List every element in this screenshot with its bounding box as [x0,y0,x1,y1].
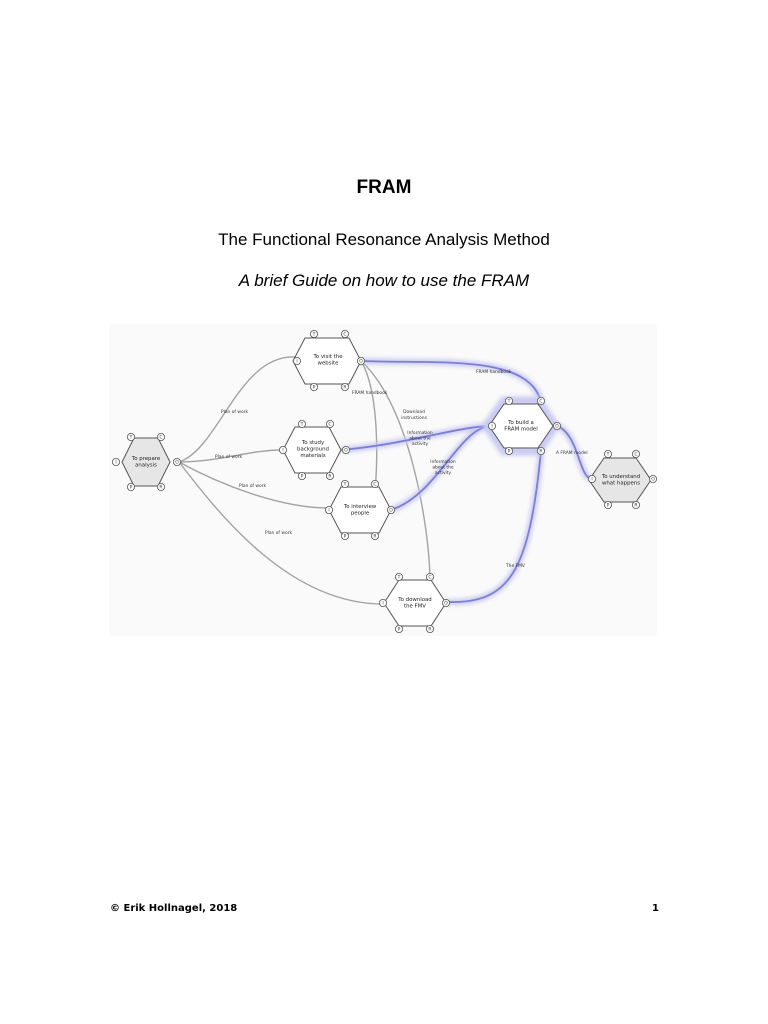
svg-text:P: P [508,449,511,455]
svg-text:O: O [555,424,559,430]
svg-text:T: T [507,399,511,405]
svg-text:O: O [444,601,448,607]
fn-download-l1: To download [397,597,431,603]
svg-text:I: I [282,448,283,454]
svg-text:T: T [606,452,610,458]
link-label-handbook-top: FRAM handbook [476,369,512,375]
svg-text:P: P [313,385,316,391]
fn-visit-l2: website [318,361,340,367]
link-label-info-b2: about the [432,465,454,471]
link-label-info-b3: activity [435,470,452,476]
svg-text:O: O [651,477,655,483]
svg-text:P: P [344,534,347,540]
link-plan-study [178,449,283,463]
link-label-info-a2: about the [409,436,431,442]
fn-build-l1: To build a [507,420,534,426]
link-label-info-a3: activity [412,441,429,447]
svg-text:R: R [539,449,542,455]
svg-text:P: P [301,474,304,480]
svg-text:C: C [539,399,542,405]
document-title: FRAM [356,177,412,198]
svg-text:C: C [328,422,331,428]
svg-text:C: C [159,435,162,441]
link-label-handbook-mid: FRAM handbook [352,390,388,396]
svg-text:O: O [389,508,393,514]
link-plan-download [178,461,384,605]
link-label-plan-1: Plan of work [221,409,248,415]
page-number: 1 [652,903,659,914]
fn-build-l2: FRAM model [504,427,537,433]
guide-title: A brief Guide on how to use the FRAM [238,271,530,290]
link-labels: Plan of work Plan of work Plan of work P… [215,369,588,569]
svg-text:C: C [373,482,376,488]
fn-understand-l2: what happens [602,481,640,487]
svg-text:R: R [328,474,331,480]
svg-text:P: P [398,627,401,633]
link-label-info-a1: Information [407,430,433,436]
svg-text:I: I [382,601,383,607]
hexagons [121,337,652,627]
fn-prepare-l1: To prepare [131,456,161,462]
link-visit-interview [360,360,378,489]
link-label-plan-3: Plan of work [239,483,266,489]
fn-visit-l1: To visit the [312,354,343,360]
svg-text:T: T [129,435,133,441]
svg-text:C: C [428,575,431,581]
svg-text:R: R [373,534,376,540]
aspect-circles [112,330,658,633]
svg-text:C: C [634,452,637,458]
fn-study-l3: materials [300,453,325,459]
link-plan-interview [178,461,330,509]
link-visit-download [360,360,431,580]
document-subtitle: The Functional Resonance Analysis Method [218,230,550,249]
fn-prepare-l2: analysis [135,463,157,469]
link-label-plan-4: Plan of work [265,530,292,536]
link-label-fmv: The FMV [505,563,525,569]
svg-text:O: O [175,460,179,466]
svg-text:I: I [115,460,116,466]
grey-links [178,356,431,605]
svg-text:P: P [130,485,133,491]
link-label-info-b1: Information [430,459,456,465]
fn-interview-l1: To interview [343,504,377,510]
fn-study-l2: background [297,447,329,453]
svg-text:O: O [359,359,363,365]
svg-text:R: R [159,485,162,491]
svg-text:C: C [343,332,346,338]
svg-text:I: I [328,508,329,514]
svg-text:T: T [312,332,316,338]
link-label-download-instr-1: Download [403,409,425,415]
svg-text:I: I [491,424,492,430]
svg-text:T: T [343,482,347,488]
svg-text:P: P [607,503,610,509]
footer-copyright: © Erik Hollnagel, 2018 [110,903,238,914]
svg-text:O: O [344,448,348,454]
fn-understand-l1: To understand [601,474,640,480]
svg-text:T: T [397,575,401,581]
function-labels: To prepare analysis To visit the website… [131,354,640,610]
link-label-fram-model: A FRAM model [556,450,588,456]
svg-text:R: R [428,627,431,633]
fn-interview-l2: people [351,511,370,517]
link-label-download-instr-2: instructions [401,415,427,421]
svg-text:R: R [634,503,637,509]
svg-text:T: T [300,422,304,428]
link-label-plan-2: Plan of work [215,454,242,460]
link-plan-visit [178,356,296,463]
fn-download-l2: the FMV [404,604,426,610]
svg-text:R: R [343,385,346,391]
svg-text:I: I [296,359,297,365]
highlight-links [340,358,593,606]
fn-study-l1: To study [301,440,325,446]
hex-visit [292,337,362,385]
svg-text:I: I [591,477,592,483]
